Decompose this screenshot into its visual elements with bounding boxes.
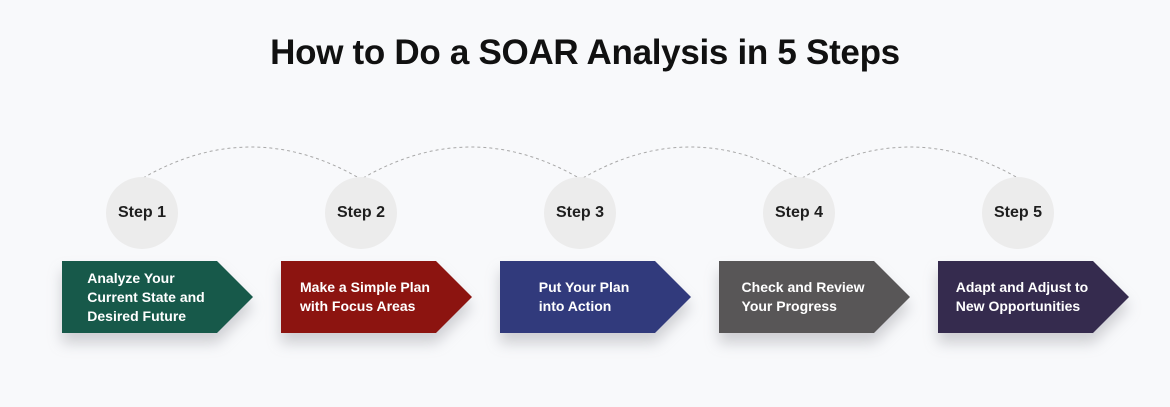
- step-1-group: Step 1 Analyze Your Current State and De…: [62, 0, 254, 360]
- connector-arcs: [142, 146, 1019, 179]
- description-line: with Focus Areas: [300, 298, 416, 314]
- description-line: Desired Future: [87, 307, 187, 324]
- step-1-description: Analyze Your Current State and Desired F…: [87, 269, 204, 326]
- description-line: Make a Simple Plan: [300, 279, 430, 295]
- step-2-description: Make a Simple Plan with Focus Areas: [300, 278, 430, 316]
- description-line: Check and Review: [741, 279, 865, 295]
- connector-arc-1-2: [142, 146, 360, 179]
- description-line: New Opportunities: [955, 298, 1081, 314]
- step-3-circle-label: Step 3: [555, 204, 604, 221]
- step-4-circle: Step 4: [763, 177, 835, 249]
- step-2-arrow-banner: Make a Simple Plan with Focus Areas: [281, 261, 473, 333]
- description-line: into Action: [538, 298, 612, 314]
- step-4-arrow-shape: [719, 261, 910, 333]
- connector-arc-4-5: [801, 146, 1019, 179]
- step-5-circle: Step 5: [982, 177, 1054, 249]
- step-2-arrow-shape: [281, 261, 472, 333]
- description-line: Analyze Your: [87, 269, 175, 286]
- description-line: Put Your Plan: [538, 279, 630, 295]
- page-title: How to Do a SOAR Analysis in 5 Steps: [270, 33, 900, 72]
- step-3-circle: Step 3: [544, 177, 616, 249]
- description-line: Current State and: [87, 288, 205, 305]
- step-3-group: Step 3 Put Your Plan into Action: [500, 0, 692, 360]
- step-3-arrow-shape: [500, 261, 691, 333]
- step-1-circle-label: Step 1: [117, 204, 166, 221]
- step-4-group: Step 4 Check and Review Your Progress: [719, 0, 911, 360]
- step-2-circle-label: Step 2: [336, 204, 385, 221]
- step-5-circle-label: Step 5: [993, 204, 1042, 221]
- step-4-description: Check and Review Your Progress: [742, 278, 865, 316]
- description-line: Adapt and Adjust to: [955, 279, 1089, 295]
- step-3-description: Put Your Plan into Action: [539, 278, 630, 316]
- step-4-circle-label: Step 4: [774, 204, 823, 221]
- step-5-description: Adapt and Adjust to New Opportunities: [956, 278, 1088, 316]
- step-4-arrow-banner: Check and Review Your Progress: [719, 261, 911, 333]
- step-1-arrow-banner: Analyze Your Current State and Desired F…: [62, 261, 254, 333]
- step-2-circle: Step 2: [325, 177, 397, 249]
- step-2-group: Step 2 Make a Simple Plan with Focus Are…: [281, 0, 473, 360]
- connector-arc-3-4: [582, 146, 799, 179]
- connector-arc-2-3: [362, 146, 580, 179]
- step-1-circle: Step 1: [106, 177, 178, 249]
- step-1-arrow-shape: [62, 261, 253, 333]
- step-5-arrow-banner: Adapt and Adjust to New Opportunities: [938, 261, 1130, 333]
- description-line: Your Progress: [741, 298, 837, 314]
- step-5-group: Step 5 Adapt and Adjust to New Opportuni…: [938, 0, 1130, 360]
- step-3-arrow-banner: Put Your Plan into Action: [500, 261, 692, 333]
- step-5-arrow-shape: [938, 261, 1129, 333]
